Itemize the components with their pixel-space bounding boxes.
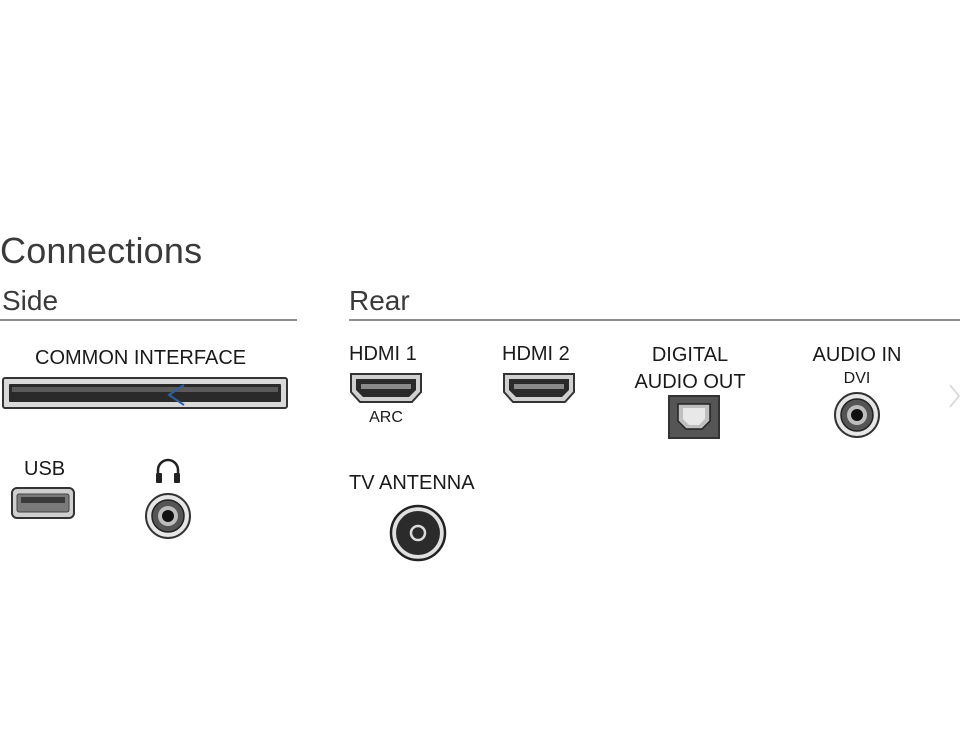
hdmi-port-icon [350, 373, 422, 403]
audio-in-label: AUDIO IN [812, 344, 902, 366]
hdmi-port-icon [503, 373, 575, 403]
tv-antenna-label: TV ANTENNA [349, 472, 475, 494]
section-side-divider [0, 319, 297, 321]
headphone-jack-icon [145, 493, 191, 539]
common-interface-slot-icon [2, 377, 288, 409]
section-rear-divider [349, 319, 960, 321]
usb-label: USB [24, 458, 66, 480]
optical-port-icon [668, 395, 720, 439]
chevron-right-icon[interactable] [948, 383, 960, 409]
common-interface-label: COMMON INTERFACE [35, 347, 247, 369]
digital-audio-out-label-line1: DIGITAL [651, 344, 729, 366]
coax-antenna-icon [389, 504, 447, 562]
audio-jack-icon [834, 392, 880, 438]
hdmi1-arc-label: ARC [369, 409, 403, 426]
page-title: Connections [0, 230, 203, 271]
section-side-heading: Side [2, 285, 59, 316]
hdmi1-label: HDMI 1 [349, 343, 417, 365]
digital-audio-out-label-line2: AUDIO OUT [634, 371, 746, 393]
usb-port-icon [11, 487, 75, 519]
section-rear-heading: Rear [349, 285, 410, 316]
hdmi2-label: HDMI 2 [502, 343, 570, 365]
headphone-icon [156, 458, 180, 483]
audio-in-dvi-label: DVI [843, 370, 871, 387]
